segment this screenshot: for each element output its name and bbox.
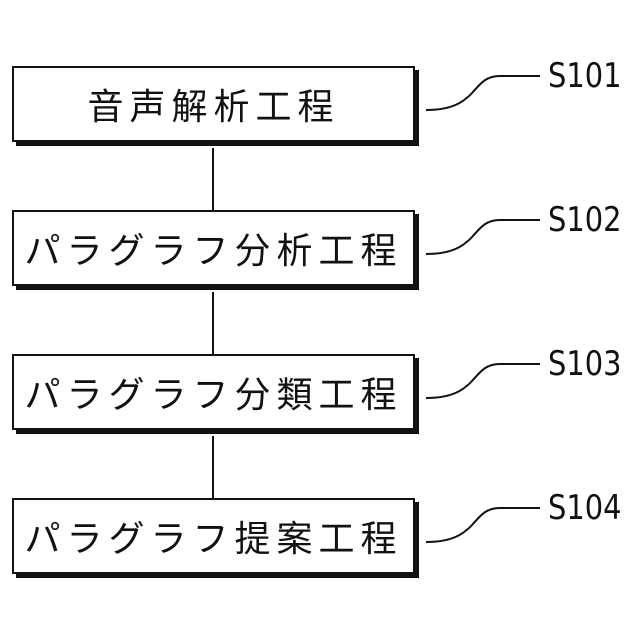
step-box-4: パラグラフ提案工程 (12, 498, 415, 574)
step-text-2: パラグラフ分析工程 (24, 222, 402, 274)
step-box-3: パラグラフ分類工程 (12, 354, 415, 430)
step-text-1: 音声解析工程 (87, 78, 339, 130)
leader-line-3 (426, 364, 540, 398)
step-box-1: 音声解析工程 (12, 66, 415, 142)
connector-3-4 (212, 436, 214, 498)
step-text-4: パラグラフ提案工程 (24, 510, 402, 562)
step-label-1: S101 (548, 56, 622, 96)
leader-line-4 (426, 508, 540, 542)
connector-1-2 (212, 148, 214, 210)
step-box-2: パラグラフ分析工程 (12, 210, 415, 286)
step-label-3: S103 (548, 344, 622, 384)
connector-2-3 (212, 292, 214, 354)
leader-line-2 (426, 220, 540, 254)
leader-line-1 (426, 76, 540, 110)
step-label-2: S102 (548, 200, 622, 240)
step-text-3: パラグラフ分類工程 (24, 366, 402, 418)
step-label-4: S104 (548, 488, 622, 528)
